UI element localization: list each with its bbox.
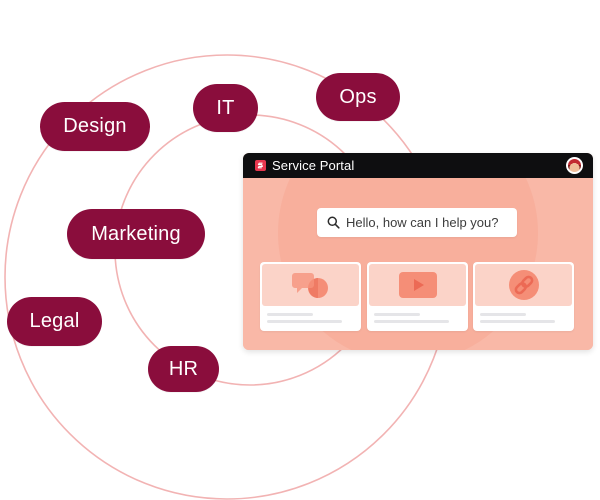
portal-card-chat[interactable] (260, 262, 361, 331)
department-pill-marketing[interactable]: Marketing (67, 209, 205, 259)
video-play-icon (398, 272, 437, 298)
avatar-face-icon (568, 159, 581, 172)
link-icon (508, 270, 539, 300)
department-pill-hr[interactable]: HR (148, 346, 219, 392)
department-pill-design[interactable]: Design (40, 102, 150, 151)
department-pill-ops[interactable]: Ops (316, 73, 400, 121)
portal-logo-icon (255, 160, 266, 171)
search-placeholder: Hello, how can I help you? (346, 215, 499, 230)
department-pill-it[interactable]: IT (193, 84, 258, 132)
portal-title-bar: Service Portal (243, 153, 593, 178)
portal-card-link[interactable] (473, 262, 574, 331)
department-pill-legal[interactable]: Legal (7, 297, 102, 346)
chat-bubbles-icon (291, 273, 328, 298)
department-label: Legal (29, 310, 80, 332)
portal-body: Hello, how can I help you? (243, 178, 593, 350)
text-placeholder-line (480, 320, 555, 323)
card-thumbnail (262, 264, 359, 306)
department-label: Ops (339, 85, 377, 108)
service-portal-window: Service Portal Hello, how can I help you… (243, 153, 593, 350)
text-placeholder-line (374, 313, 420, 316)
department-label: HR (168, 357, 199, 380)
department-label: Marketing (91, 222, 181, 245)
text-placeholder-line (267, 320, 342, 323)
text-placeholder-line (480, 313, 526, 316)
portal-title: Service Portal (272, 158, 355, 173)
card-thumbnail (369, 264, 466, 306)
portal-card-video[interactable] (367, 262, 468, 331)
search-input[interactable]: Hello, how can I help you? (317, 208, 517, 237)
card-thumbnail (475, 264, 572, 306)
department-label: IT (216, 96, 235, 119)
search-icon (327, 216, 340, 229)
department-label: Design (63, 115, 127, 137)
user-avatar[interactable] (566, 157, 583, 174)
text-placeholder-line (374, 320, 449, 323)
text-placeholder-line (267, 313, 313, 316)
